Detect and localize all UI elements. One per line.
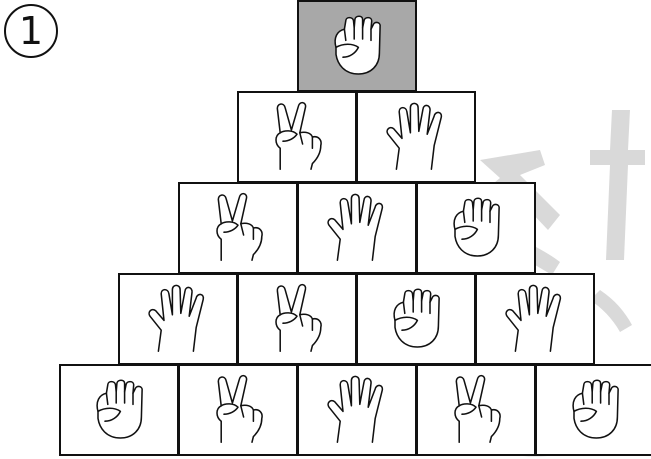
rock-hand-icon — [333, 15, 381, 75]
scissors-hand-icon — [275, 101, 322, 170]
pyramid-cell[interactable] — [118, 273, 238, 365]
puzzle-number-badge: 1 — [4, 4, 58, 58]
paper-hand-icon — [148, 284, 205, 352]
pyramid-cell[interactable] — [475, 273, 595, 365]
pyramid-cell[interactable] — [415, 364, 536, 456]
pyramid-cell[interactable] — [296, 182, 417, 274]
pyramid-cell[interactable] — [534, 364, 651, 456]
puzzle-number: 1 — [18, 9, 44, 53]
scissors-hand-icon — [453, 374, 501, 443]
rock-hand-icon — [95, 379, 143, 439]
pyramid-cell[interactable] — [296, 0, 417, 92]
rock-hand-icon — [452, 197, 500, 257]
paper-hand-icon — [326, 193, 383, 261]
paper-hand-icon — [386, 102, 443, 170]
pyramid-cell[interactable] — [356, 273, 476, 365]
scissors-hand-icon — [215, 374, 263, 443]
pyramid-cell[interactable] — [237, 273, 357, 365]
pyramid-cell[interactable] — [237, 91, 357, 183]
paper-hand-icon — [505, 284, 562, 352]
pyramid-cell[interactable] — [58, 364, 179, 456]
pyramid-cell[interactable] — [177, 182, 298, 274]
pyramid-cell[interactable] — [356, 91, 476, 183]
rock-hand-icon — [393, 288, 440, 348]
scissors-hand-icon — [215, 192, 263, 261]
pyramid-cell[interactable] — [177, 364, 298, 456]
pyramid-cell[interactable] — [296, 364, 417, 456]
rock-hand-icon — [571, 379, 619, 439]
scissors-hand-icon — [275, 283, 322, 352]
pyramid-cell[interactable] — [415, 182, 536, 274]
paper-hand-icon — [326, 375, 383, 443]
